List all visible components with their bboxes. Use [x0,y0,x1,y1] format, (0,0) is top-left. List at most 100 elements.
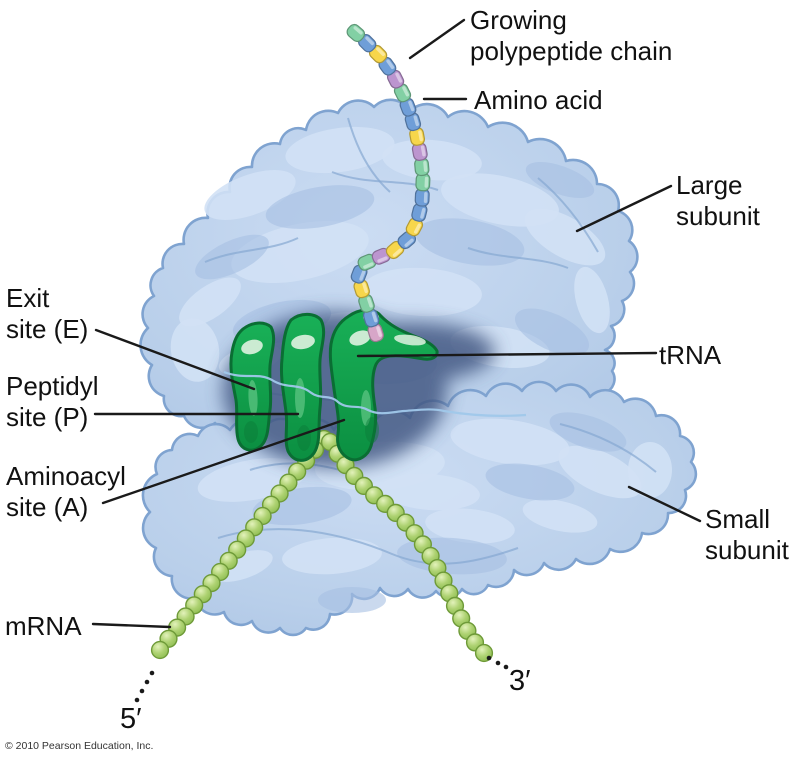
copyright-notice: © 2010 Pearson Education, Inc. [5,740,154,752]
five-prime-dot [144,679,150,685]
leader-lines [91,18,702,629]
ribosome-shade-patch [525,161,595,199]
amino-acid-segment-sheen [402,86,410,97]
label-trna: tRNA [659,340,722,370]
leader-mrna [91,622,172,629]
amino-acid-segment-sheen [423,160,428,172]
amino-acid-segment [415,172,431,192]
amino-acid-segment [414,157,430,177]
amino-acid-segment-sheen [377,256,388,263]
ribosome-shade-patch [514,308,590,356]
ribosome-fold-line [467,247,569,269]
leader-aminoacyl-site [101,418,346,505]
label-line: Peptidyl [6,371,99,401]
label-line: site (P) [6,401,89,432]
ribosome-highlight-patch [425,508,515,544]
amino-acid-segment [404,112,422,132]
label-exit-site: Exit site (E) [6,283,88,344]
mrna-nucleotide-bead [150,640,170,660]
ribosome-fold-line [217,528,519,565]
five-prime-dot [134,697,140,703]
amino-acid-segment-sheen [386,59,395,70]
amino-acid-segment-shape [346,23,366,43]
label-large-subunit: Large subunit [676,170,760,231]
ribosome-highlight-patch [204,170,296,220]
ribosome-fold-line [204,237,299,263]
amino-acid-segment-sheen [353,26,363,35]
label-small-subunit: Small subunit [705,504,789,565]
label-peptidyl-site: Peptidyl site (P) [6,371,99,432]
label-line: site (A) [6,491,89,522]
ribosome-highlight-patch [522,499,598,533]
label-line: site (E) [6,313,89,344]
mrna-continuation-dots [134,655,509,703]
ribosome-shade-patch [485,463,575,501]
mrna-strand-right [320,432,494,663]
ribosome-shade-patch [195,234,269,280]
amino-acid-segment-sheen [392,248,402,257]
ribosome-highlight-patch [362,267,482,317]
ribosome-highlight-patch [524,208,606,266]
amino-acid-segment-sheen [404,238,414,247]
ribosome-highlight-patch [179,277,241,327]
amino-acid-segment-sheen [408,100,415,112]
amino-acid-segment-sheen [363,262,374,269]
label-line: Growing [470,5,567,35]
amino-acid-segment [358,34,377,53]
ribosome-fold-line [347,117,391,193]
amino-acid-segment-sheen [423,192,428,204]
five-prime-dot [149,670,155,676]
amino-acid-segment-sheen [376,47,385,57]
ribosome-highlight-patch [574,266,610,334]
label-line: polypeptide chain [470,35,673,66]
ribosome-shade-patch [265,185,375,229]
ribosome-highlight-patch [282,537,382,575]
label-line: subunit [705,534,789,565]
trna-sites [229,308,439,462]
amino-acid-segment-sheen [371,311,378,323]
polypeptide-chain [346,23,431,343]
amino-acid-segment [411,203,428,222]
label-line: Large [676,170,743,200]
ribosome-fold-line [537,177,599,253]
label-growing-polypeptide-chain: Growing polypeptide chain [470,5,672,66]
amino-acid-segment-sheen [376,326,382,338]
label-mrna: mRNA [5,611,82,641]
five-prime-dot [139,688,145,694]
amino-acid-segment [397,231,417,250]
amino-acid-segment [411,142,428,161]
ribosome-shade-patch [415,218,525,266]
three-prime-dot [495,660,501,666]
ribosome-highlight-patch [382,139,482,181]
ribosome-highlight-patch [231,220,369,284]
amino-acid-segment [346,23,366,43]
amino-acid-segment-sheen [420,145,426,157]
leader-large-subunit [575,184,673,233]
label-five-prime: 5′ [120,703,142,735]
label-three-prime: 3′ [509,665,531,697]
amino-acid-segment-sheen [424,176,429,188]
label-line: Small [705,504,771,534]
trna-highlights [241,312,426,451]
leader-growing-polypeptide [408,18,466,60]
ribosome-highlight-patch [170,318,220,382]
amino-acid-segment-sheen [418,130,423,142]
amino-acid-segment-sheen [420,207,426,219]
amino-acid-segment-sheen [414,223,421,234]
amino-acid-segment-sheen [359,270,366,281]
ribosome-highlight-patch [628,442,672,498]
label-aminoacyl-site: Aminoacyl site (A) [6,461,126,522]
three-prime-dot [486,655,492,661]
leader-small-subunit [627,485,702,523]
ribosome-highlight-patch [558,445,642,499]
ribosome-fold-line [559,423,657,473]
amino-acid-segment-sheen [413,115,420,127]
ribosome-highlight-patch [285,126,395,174]
label-amino-acid: Amino acid [474,85,603,115]
label-line: Aminoacyl [6,461,126,491]
amino-acid-segment-sheen [395,72,403,83]
aminoacyl-site-trna-shape [328,308,439,462]
ribosome-highlight-patch [380,473,480,511]
